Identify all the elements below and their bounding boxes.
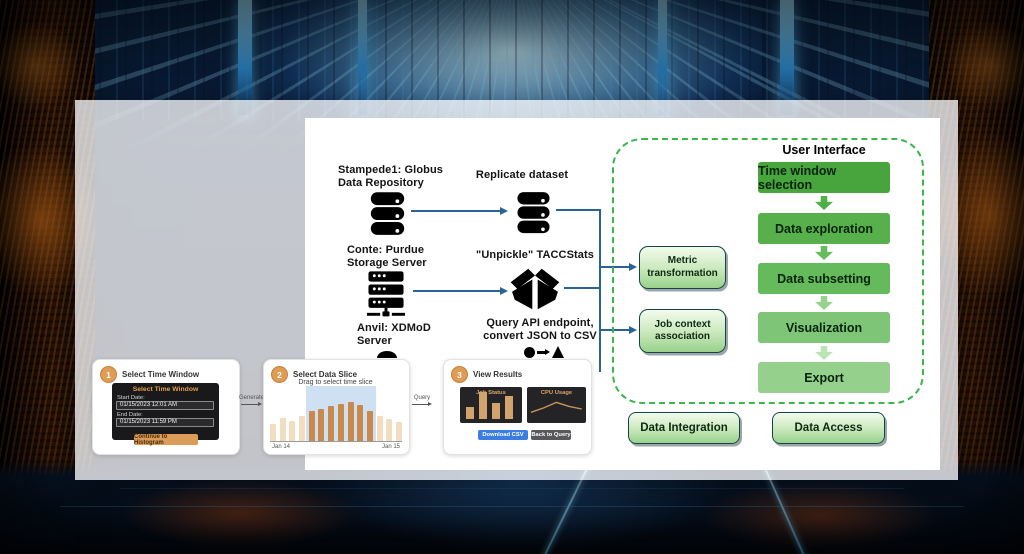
- time-window-widget: [112, 383, 219, 440]
- partial-server-icon: [377, 350, 397, 358]
- query-arrow: [412, 404, 428, 405]
- job-status-bar: [492, 403, 500, 419]
- user-interface-box: [612, 138, 924, 404]
- ui-step-time-window-selection: Time window selection: [758, 162, 890, 193]
- histogram-axis: [270, 441, 402, 442]
- background-floor-orange-glow: [700, 480, 940, 550]
- stage-label-replicate: Replicate dataset: [475, 169, 569, 181]
- stage-label-unpickle: "Unpickle" TACCStats: [476, 249, 594, 261]
- arrowhead: [629, 262, 637, 271]
- step-badge-1: 1: [100, 366, 117, 383]
- data-integration-box: Data Integration: [628, 412, 740, 444]
- arrow-conte-to-unpickle: [413, 290, 501, 292]
- partial-convert-icon: [518, 344, 566, 358]
- cpu-usage-chart: CPU Usage: [527, 387, 586, 423]
- line-replicate-to-bus: [556, 209, 601, 211]
- bus-vertical-line: [599, 209, 601, 372]
- arrowhead: [500, 206, 508, 215]
- histogram-bar: [318, 409, 325, 441]
- start-date-label: Start Date:: [117, 395, 145, 401]
- open-box-icon: [510, 268, 560, 310]
- arrow-stampede-to-replicate: [411, 210, 501, 212]
- panel2-title: Select Data Slice: [293, 370, 358, 379]
- histogram-bar: [366, 411, 373, 441]
- axis-label-left: Jan 14: [272, 444, 291, 450]
- histogram-bar: [270, 424, 276, 441]
- job-status-bar: [466, 407, 474, 419]
- arrowhead: [629, 325, 637, 334]
- histogram-bar: [386, 419, 393, 441]
- job-context-association-box: Job context association: [639, 309, 726, 353]
- end-date-input[interactable]: 01/15/2023 11:59 PM: [116, 418, 214, 427]
- job-status-chart: Job Status: [460, 387, 522, 423]
- panel1-title: Select Time Window: [122, 370, 200, 379]
- background-floor-orange-glow: [120, 478, 360, 548]
- query-label: Query: [413, 395, 431, 401]
- job-status-bar: [479, 392, 487, 419]
- continue-to-histogram-button[interactable]: Continue to Histogram: [134, 434, 198, 446]
- ui-step-export: Export: [758, 362, 890, 393]
- end-date-label: End Date:: [117, 412, 143, 418]
- histogram-bar: [337, 404, 344, 441]
- background-cyan-slab: [658, 0, 667, 115]
- background-floor-edge-line: [60, 506, 964, 507]
- histogram-bar: [347, 402, 354, 441]
- arrow-bus-to-jobcontext: [600, 329, 630, 331]
- arrowhead: [428, 402, 432, 406]
- metric-transformation-label: Metric: [667, 255, 698, 266]
- back-to-query-button[interactable]: Back to Query: [531, 430, 571, 440]
- background-cyan-slab: [358, 0, 367, 115]
- histogram-hint: Drag to select time slice: [298, 379, 373, 386]
- cpu-usage-title: CPU Usage: [540, 390, 573, 396]
- metric-transformation-box: Metric transformation: [639, 246, 726, 289]
- start-date-input[interactable]: 01/15/2023 12:01 AM: [116, 401, 214, 410]
- step-badge-2: 2: [271, 366, 288, 383]
- job-context-association-label: Job context: [654, 318, 711, 330]
- histogram-bar: [299, 416, 306, 441]
- data-access-box: Data Access: [772, 412, 885, 444]
- generate-arrow: [241, 404, 258, 405]
- histogram-bar: [279, 418, 286, 441]
- background-floor-edge-line: [120, 488, 904, 489]
- ui-step-data-exploration: Data exploration: [758, 213, 890, 244]
- user-interface-title: User Interface: [782, 143, 866, 157]
- step-badge-3: 3: [451, 366, 468, 383]
- background-cyan-slab: [238, 0, 252, 115]
- axis-label-right: Jan 15: [382, 444, 401, 450]
- background-orange-glow: [945, 20, 1024, 110]
- arrow-bus-to-metric: [600, 266, 630, 268]
- ui-step-data-subsetting: Data subsetting: [758, 263, 890, 294]
- job-status-bar: [505, 396, 513, 419]
- histogram-bar: [308, 411, 315, 441]
- ui-step-visualization: Visualization: [758, 312, 890, 343]
- panel3-title: View Results: [473, 370, 523, 379]
- background-orange-glow: [0, 20, 80, 110]
- arrowhead: [258, 402, 262, 406]
- histogram-bar: [357, 405, 364, 441]
- time-histogram[interactable]: [270, 386, 402, 442]
- histogram-bar: [328, 406, 335, 441]
- histogram-bar: [289, 421, 296, 441]
- database-icon: [370, 192, 405, 235]
- arrowhead: [500, 286, 508, 295]
- background-cyan-slab: [780, 0, 794, 115]
- stage-label-query-api: Query API endpoint,convert JSON to CSV: [483, 317, 597, 343]
- job-status-bars: [460, 387, 522, 423]
- download-csv-button[interactable]: Download CSV: [478, 430, 528, 440]
- database-icon: [517, 192, 550, 234]
- job-status-title: Job Status: [476, 390, 506, 396]
- histogram-bar: [376, 416, 383, 441]
- line-unpickle-to-bus: [564, 287, 601, 289]
- generate-label: Generate: [239, 395, 265, 401]
- histogram-bar: [396, 422, 402, 441]
- server-icon: [367, 271, 405, 317]
- cpu-usage-line: [530, 401, 582, 413]
- widget-title: Select Time Window: [132, 386, 199, 393]
